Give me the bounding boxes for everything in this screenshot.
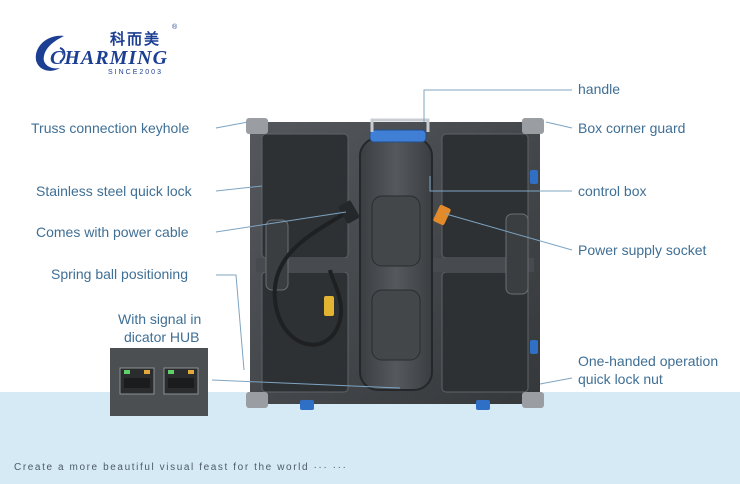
control-box-window-bottom	[371, 289, 421, 361]
label-spring-ball: Spring ball positioning	[51, 266, 188, 282]
registered-mark: ®	[172, 24, 178, 31]
power-socket-orange	[433, 204, 451, 226]
side-nut-2	[530, 340, 538, 354]
label-truss-keyhole: Truss connection keyhole	[31, 120, 190, 136]
handle-bar	[370, 118, 430, 132]
label-handle: handle	[578, 81, 621, 97]
cable-connector-yellow	[324, 296, 334, 316]
label-signal-hub-2: dicator HUB	[124, 329, 200, 345]
cable-plug	[338, 200, 360, 224]
label-corner-guard: Box corner guard	[578, 120, 686, 136]
power-cable	[272, 208, 352, 347]
leader-lines	[211, 89, 573, 389]
lock-nut-1	[300, 400, 314, 410]
lock-nut-2	[476, 400, 490, 410]
label-quick-lock: Stainless steel quick lock	[36, 183, 192, 199]
corner-guard-br	[522, 392, 544, 408]
logo-since: SINCE2003	[108, 69, 163, 76]
corner-guard-bl	[246, 392, 268, 408]
charming-logo: 科而美 ® CHARMING SINCE2003	[30, 22, 190, 82]
swoosh-logo-icon	[35, 35, 66, 71]
label-power-cable: Comes with power cable	[36, 224, 189, 240]
label-power-socket: Power supply socket	[578, 242, 707, 258]
control-box-window-top	[371, 195, 421, 267]
corner-guard-tr	[522, 118, 544, 134]
handle-grip	[369, 129, 427, 143]
label-one-handed-2: quick lock nut	[578, 371, 663, 387]
right-lock-lever	[505, 213, 529, 295]
side-nut-1	[530, 170, 538, 184]
label-control-box: control box	[578, 183, 647, 199]
label-one-handed-1: One-handed operation	[578, 353, 719, 369]
signal-hub-photo	[110, 348, 208, 416]
logo-wordmark: CHARMING	[50, 47, 169, 69]
logo-chinese-text: 科而美	[110, 30, 162, 48]
corner-guard-tl	[246, 118, 268, 134]
label-signal-hub-1: With signal in	[118, 311, 202, 327]
tagline: Create a more beautiful visual feast for…	[14, 462, 348, 473]
